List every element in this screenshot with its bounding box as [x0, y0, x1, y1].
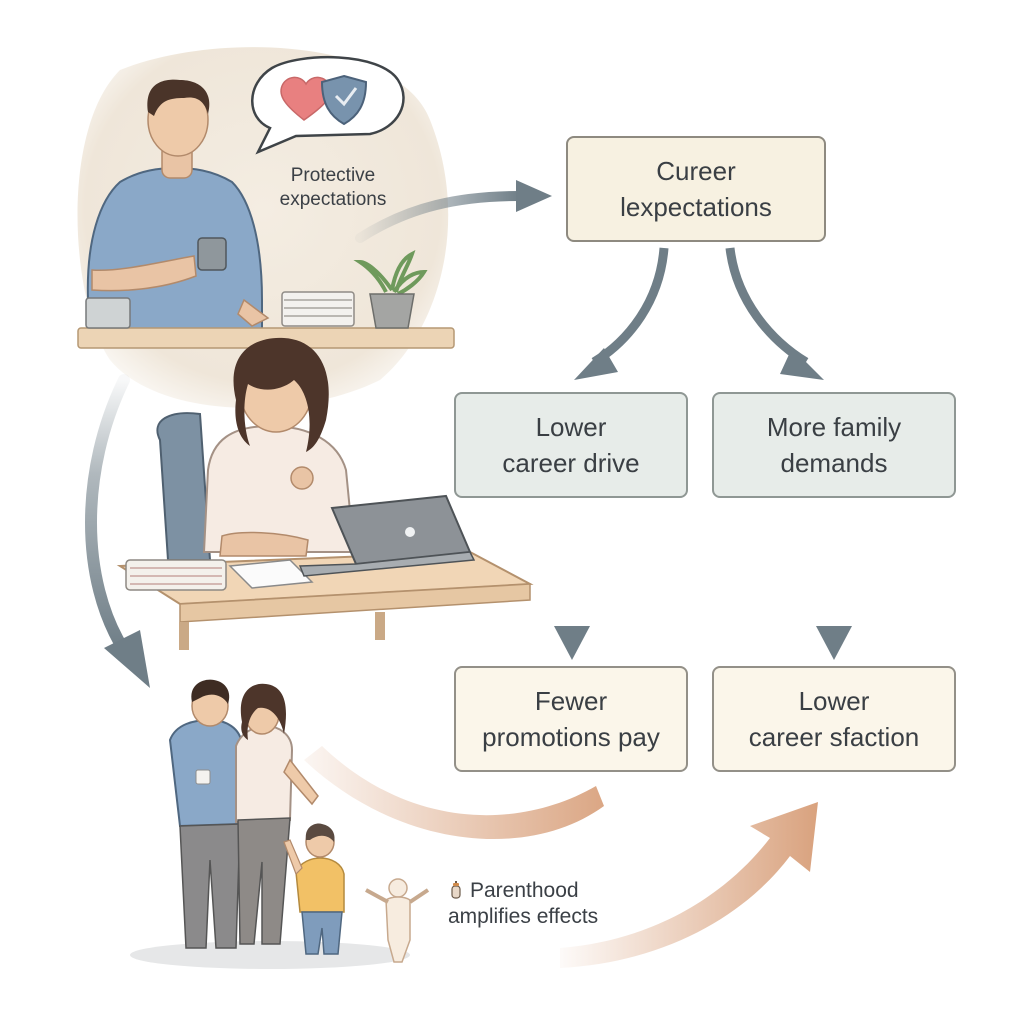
node-line: career sfaction	[748, 722, 920, 752]
arrow-promotions-to-family	[304, 746, 604, 840]
caption-line: expectations	[279, 189, 387, 210]
node-line: career drive	[502, 448, 640, 478]
node-line: lexpectations	[620, 192, 772, 222]
woman-at-laptop	[156, 337, 356, 561]
node-lower-career-drive: Lower career drive	[454, 392, 688, 498]
arrow-top-to-family	[85, 374, 130, 656]
node-line: Fewer	[534, 686, 608, 716]
parenthood-line: Parenthood	[470, 879, 579, 902]
feedback-arrows	[304, 746, 818, 968]
arrow-career-to-family-demands	[725, 247, 809, 366]
baby-bottle-icon	[448, 880, 464, 899]
baby-icon	[365, 878, 430, 963]
node-more-family-demands: More family demands	[712, 392, 956, 498]
node-line: Cureer	[656, 156, 736, 186]
connector-arrows	[85, 180, 852, 688]
node-line: promotions pay	[482, 722, 660, 752]
man-with-mug	[86, 79, 270, 331]
mug-icon	[197, 237, 227, 271]
protective-expectations-label: Protective expectations	[258, 164, 408, 212]
node-line: demands	[780, 448, 888, 478]
plant-icon	[353, 250, 428, 296]
node-line: More family	[766, 412, 902, 442]
arrow-protective-to-career	[355, 191, 525, 243]
arrow-career-to-lower-drive	[591, 247, 669, 366]
node-line: Lower	[535, 412, 607, 442]
node-fewer-promotions-pay: Fewer promotions pay	[454, 666, 688, 772]
family-group	[130, 679, 430, 969]
node-line: Lower	[798, 686, 870, 716]
caption-line: Protective	[290, 165, 376, 186]
bottom-desk	[116, 494, 534, 650]
parenthood-line: amplifies effects	[448, 905, 599, 928]
node-career-expectations: Cureer lexpectations	[566, 136, 826, 242]
speech-bubble	[251, 56, 405, 155]
parenthood-label: Parenthood amplifies effects	[448, 878, 688, 930]
node-lower-career-satisfaction: Lower career sfaction	[712, 666, 956, 772]
arrow-parenthood-to-satisfaction	[560, 802, 818, 968]
